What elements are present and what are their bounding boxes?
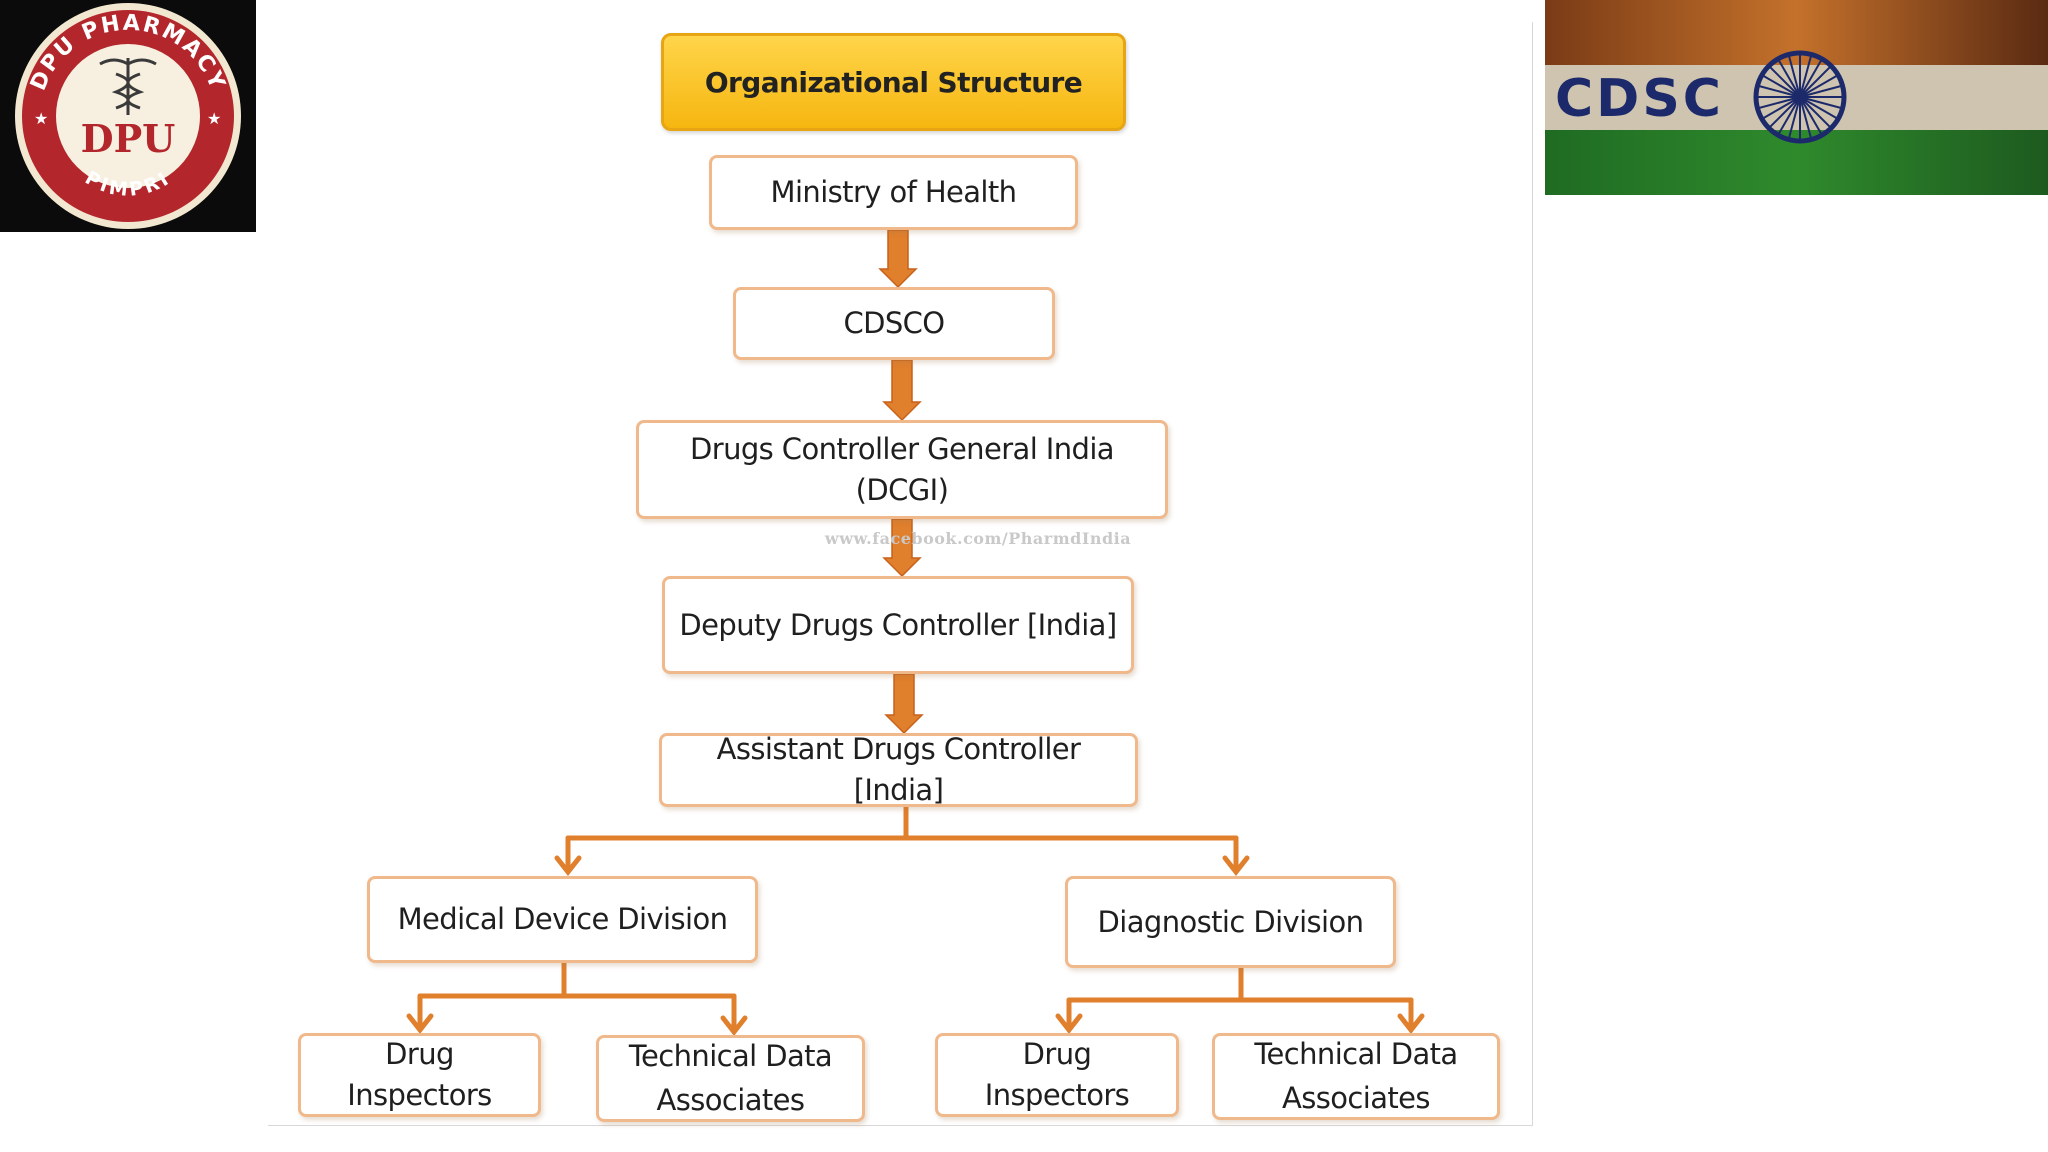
branch-diagnostic-arrowhead-0 xyxy=(1055,1013,1083,1035)
svg-text:★: ★ xyxy=(207,111,221,128)
arrow-dcgi-to-deputy xyxy=(882,518,922,578)
node-cdsco: CDSCO xyxy=(733,287,1055,360)
branch-assistant-arrowhead-1 xyxy=(1222,855,1250,877)
dpu-seal-icon: DPU PHARMACY PIMPRI ★ ★ DPU xyxy=(15,3,241,229)
md-tda-line2: Associates xyxy=(656,1082,806,1117)
node-dcgi: Drugs Controller General India (DCGI) xyxy=(636,420,1168,519)
chart-title: Organizational Structure xyxy=(661,33,1126,131)
connector-lines xyxy=(406,229,1425,1037)
cdsco-flag-logo: CDSC xyxy=(1545,0,2048,195)
branch-medical-device-arrowhead-0 xyxy=(406,1013,434,1035)
md-tda-line1: Technical Data xyxy=(628,1039,833,1073)
cdsco-logo-text: CDSC xyxy=(1555,69,1724,129)
caduceus-icon xyxy=(99,58,157,115)
node-md-drug-inspectors: Drug Inspectors xyxy=(298,1033,541,1117)
arrow-deputy-to-assistant xyxy=(884,673,924,735)
node-ministry-of-health: Ministry of Health xyxy=(709,155,1078,230)
cdsco-flag-icon: CDSC xyxy=(1545,0,2048,195)
dpu-pharmacy-logo: DPU PHARMACY PIMPRI ★ ★ DPU xyxy=(0,0,256,232)
node-md-technical-data-associates: Technical Data Associates xyxy=(596,1035,865,1122)
node-dg-drug-inspectors: Drug Inspectors xyxy=(935,1033,1179,1117)
dg-tda-line2: Associates xyxy=(1282,1080,1431,1115)
node-medical-device-division: Medical Device Division xyxy=(367,876,758,963)
branch-medical-device-arrowhead-1 xyxy=(720,1015,748,1037)
node-deputy-drugs-controller: Deputy Drugs Controller [India] xyxy=(662,576,1134,674)
org-chart: Organizational Structure Ministry of Hea… xyxy=(268,22,1533,1126)
arrow-ministry-to-cdsco xyxy=(878,229,918,289)
branch-diagnostic-arrowhead-1 xyxy=(1397,1013,1425,1035)
branch-assistant-arrowhead-0 xyxy=(554,855,582,877)
ashoka-chakra-icon xyxy=(1753,50,1847,144)
logo-center-text: DPU xyxy=(81,116,176,161)
node-assistant-drugs-controller: Assistant Drugs Controller [India] xyxy=(659,732,1138,807)
node-diagnostic-division: Diagnostic Division xyxy=(1065,876,1396,968)
node-dg-technical-data-associates: Technical Data Associates xyxy=(1212,1033,1500,1120)
dg-tda-line1: Technical Data xyxy=(1254,1037,1458,1071)
arrow-cdsco-to-dcgi xyxy=(882,359,922,422)
watermark-text: www.facebook.com/PharmdIndia xyxy=(824,529,1132,548)
svg-text:★: ★ xyxy=(34,111,48,128)
